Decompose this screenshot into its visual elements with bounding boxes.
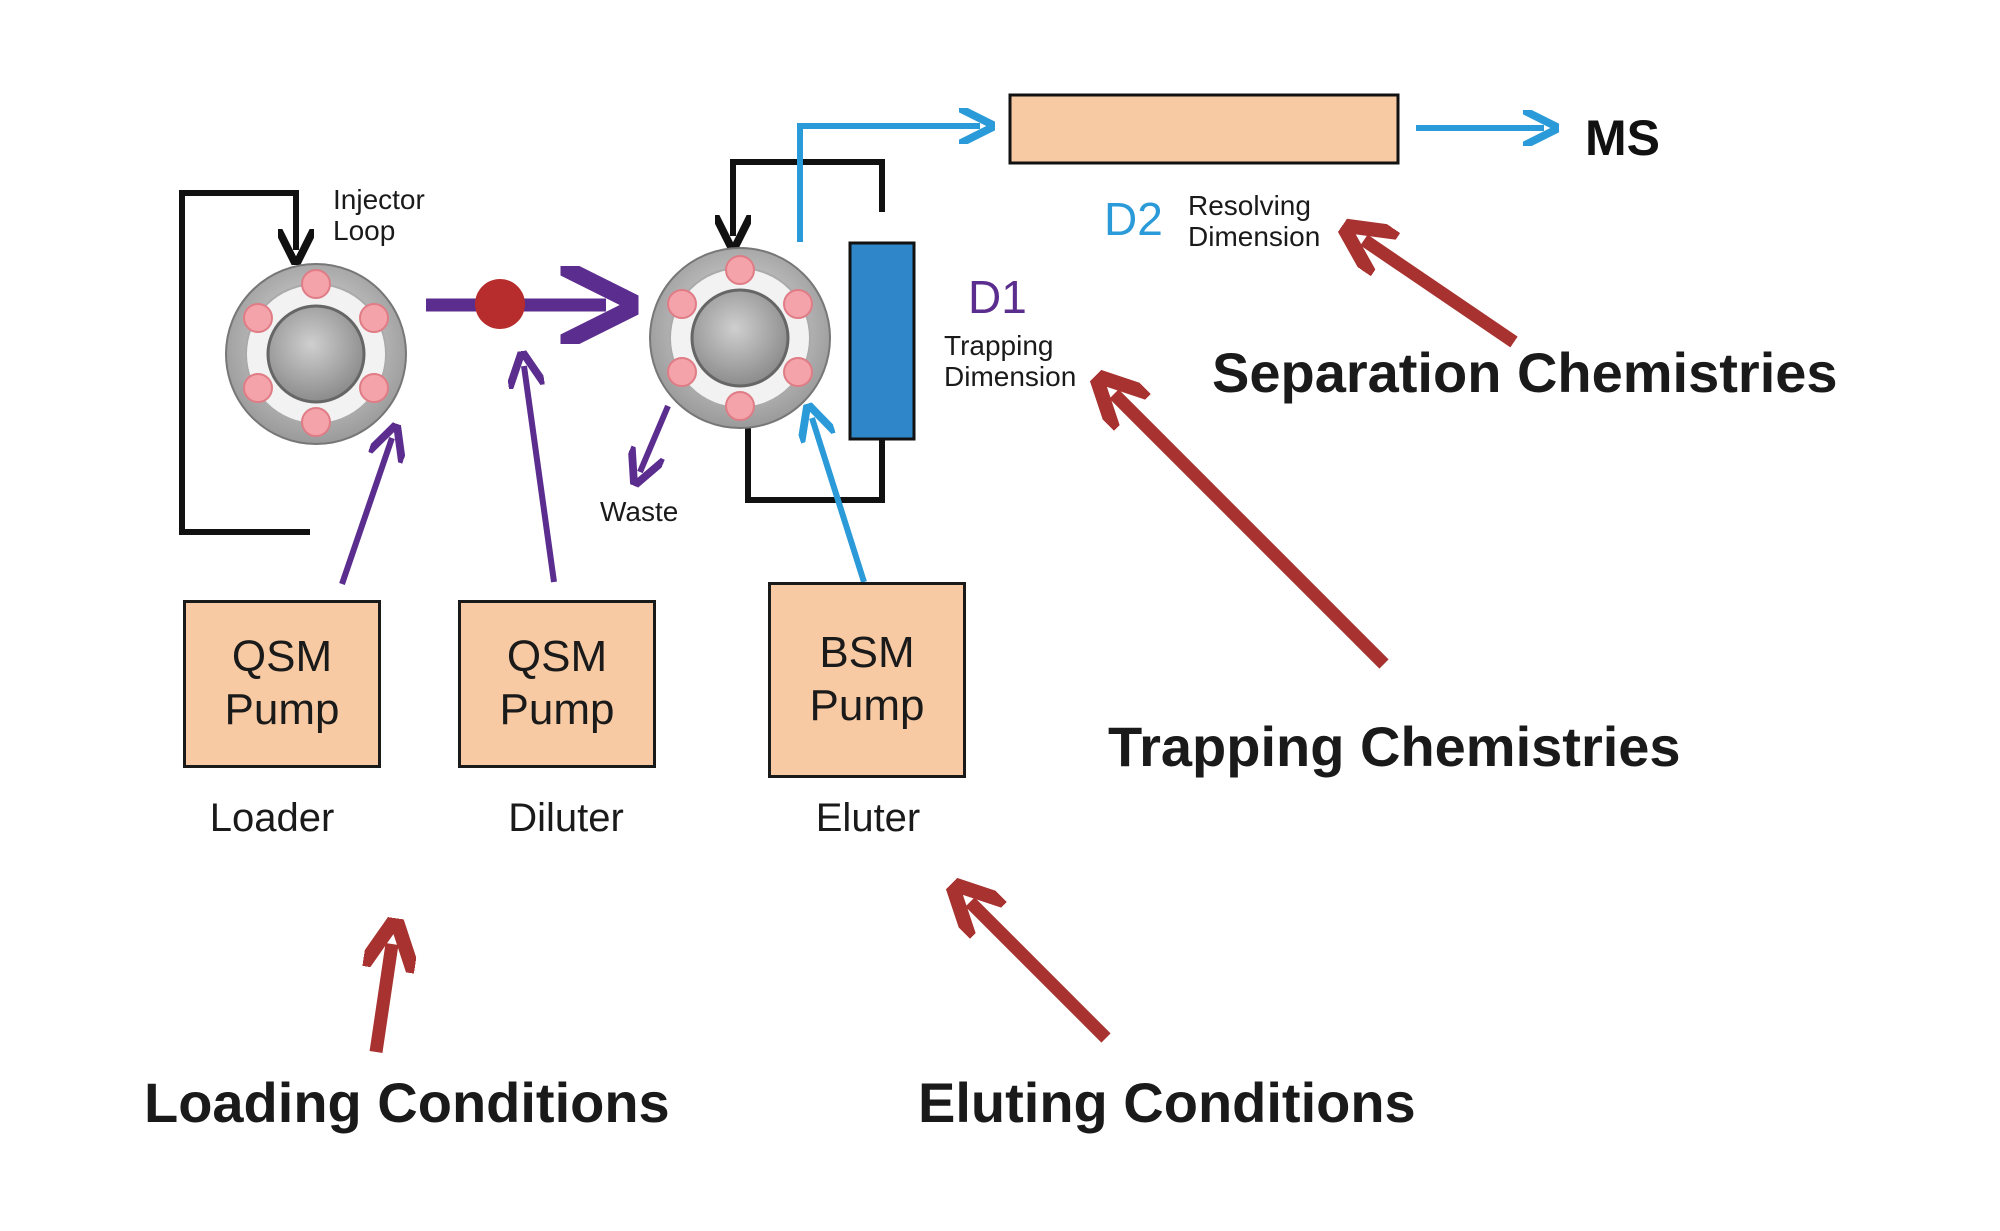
transfer-to-d2-arrow [797, 126, 980, 242]
injector-valve [225, 263, 407, 445]
d1-description: Trapping Dimension [944, 330, 1077, 393]
d2-description: Resolving Dimension [1188, 190, 1321, 253]
diluter-label: Diluter [508, 796, 624, 840]
diluter-pump: QSM Pump [458, 600, 656, 768]
eluting-callout-arrow [970, 902, 1111, 1043]
trapping-chemistries-label: Trapping Chemistries [1108, 715, 1681, 778]
separation-callout-arrow [1364, 240, 1518, 348]
eluter-label: Eluter [815, 796, 921, 840]
loading-conditions-label: Loading Conditions [144, 1071, 670, 1134]
eluting-conditions-label: Eluting Conditions [918, 1071, 1416, 1134]
injector-loop-label: Injector Loop [333, 184, 425, 247]
diluter-flow-arrow [524, 366, 557, 583]
ms-label: MS [1585, 110, 1660, 166]
loader-flow-arrow [339, 438, 392, 585]
separation-chemistries-label: Separation Chemistries [1212, 341, 1838, 404]
loader-label: Loader [209, 796, 335, 840]
d2-resolving-column [1008, 93, 1400, 165]
loading-callout-arrow [376, 944, 392, 1053]
eluter-pump: BSM Pump [768, 582, 966, 778]
trapping-callout-arrow [1114, 394, 1389, 669]
injector-loop-line [179, 190, 310, 535]
trap-loop-top-line [733, 159, 885, 236]
waste-flow-arrow [640, 404, 671, 472]
d1-trapping-column [848, 241, 916, 441]
trap-loop-bottom-line [745, 415, 885, 503]
eluter-flow-arrow [812, 418, 867, 583]
waste-label: Waste [600, 496, 679, 527]
d1-label: D1 [968, 271, 1027, 323]
mixing-tee-dot [475, 279, 525, 329]
d2-label: D2 [1104, 193, 1163, 245]
trapping-valve [649, 247, 831, 429]
loader-pump: QSM Pump [183, 600, 381, 768]
